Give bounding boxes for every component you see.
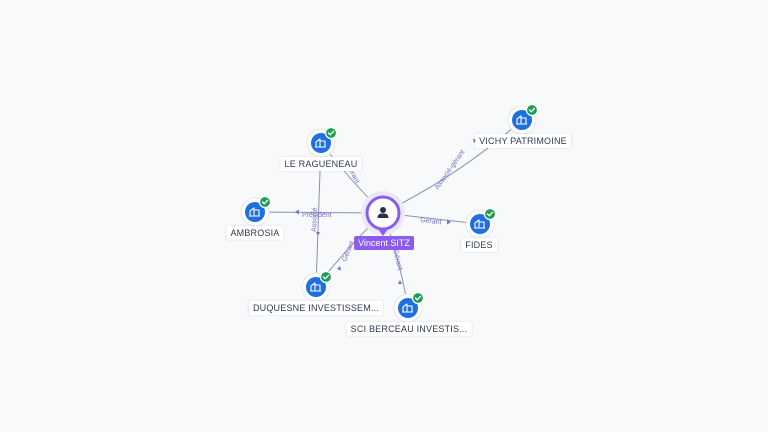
person-name-label[interactable]: Vincent SITZ	[354, 236, 414, 250]
check-icon	[322, 274, 330, 280]
building-icon	[315, 138, 326, 148]
check-icon	[528, 107, 536, 113]
edge-label-ambrosia: Président	[302, 212, 332, 219]
company-node-fides[interactable]	[465, 207, 497, 239]
company-label-sci-berceau[interactable]: SCI BERCEAU INVESTIS...	[346, 322, 472, 336]
check-icon	[261, 199, 269, 205]
company-node-sci-berceau[interactable]	[393, 291, 425, 323]
company-node-duquesne[interactable]	[301, 270, 333, 302]
person-icon	[377, 207, 389, 218]
edge-label-sci-berceau: Gérant	[391, 249, 403, 272]
company-label-ambrosia[interactable]: AMBROSIA	[226, 226, 284, 240]
edge-arrows	[295, 138, 477, 284]
arrow-sci	[398, 280, 402, 284]
arrow-duquesne	[337, 266, 341, 271]
company-label-duquesne[interactable]: DUQUESNE INVESTISSEM...	[248, 301, 384, 315]
check-icon	[327, 130, 335, 136]
building-icon	[249, 207, 260, 217]
building-icon	[474, 219, 485, 229]
edge-label-ragueneau-duquesne: Associé	[311, 207, 319, 232]
check-icon	[486, 211, 494, 217]
building-icon	[516, 115, 527, 125]
edge-label-fides: Gérant	[420, 217, 442, 226]
company-node-vichy-patrimoine[interactable]	[507, 103, 539, 135]
arrow-fides	[447, 219, 451, 225]
company-label-le-ragueneau[interactable]: LE RAGUENEAU	[280, 157, 362, 171]
company-label-vichy-patrimoine[interactable]: VICHY PATRIMOINE	[475, 134, 571, 148]
person-node-center[interactable]	[361, 191, 405, 236]
company-label-fides[interactable]: FIDES	[461, 238, 497, 252]
arrow-ragueneau-duquesne	[316, 232, 320, 236]
building-icon	[310, 282, 321, 292]
company-node-ambrosia[interactable]	[240, 195, 272, 227]
edge-label-vichy-patrimoine: Associé-gérant	[434, 149, 467, 191]
person-node-pointer	[378, 229, 388, 236]
check-icon	[414, 295, 422, 301]
building-icon	[402, 303, 413, 313]
company-node-le-ragueneau[interactable]	[306, 126, 338, 158]
arrow-ambrosia	[295, 209, 299, 215]
arrow-vichy	[473, 138, 477, 143]
